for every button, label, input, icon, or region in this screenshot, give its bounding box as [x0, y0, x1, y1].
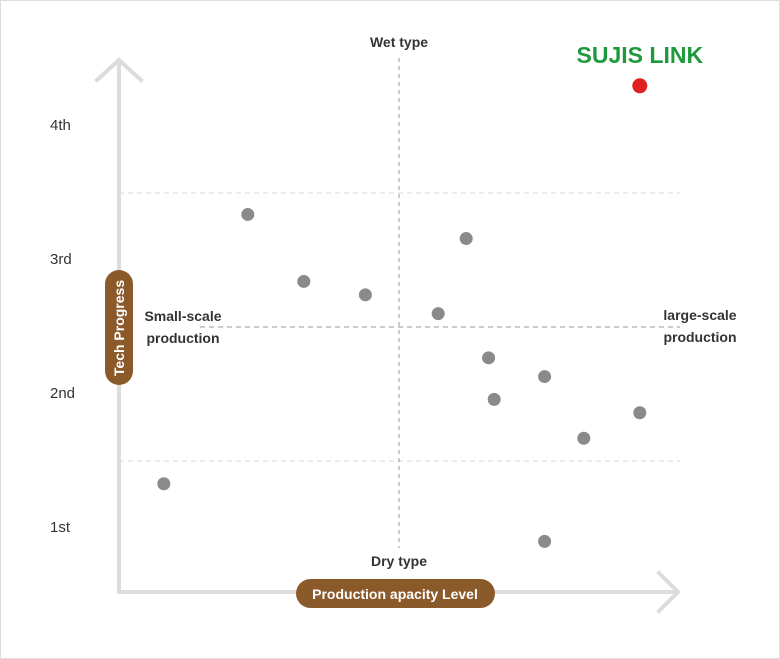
data-point	[577, 431, 591, 445]
x-axis-pill-shape	[296, 579, 495, 608]
large-scale-label-line1: large-scale	[663, 307, 736, 323]
wet-type-label: Wet type	[370, 34, 428, 50]
y-axis-title-pill: Tech Progress	[105, 270, 133, 385]
small-scale-label-line1: Small-scale	[144, 308, 221, 324]
y-axis-arrowhead	[94, 57, 144, 83]
data-point	[297, 274, 311, 288]
data-point	[157, 477, 171, 491]
quadrant-labels: Wet type Dry type Small-scale production…	[144, 34, 736, 569]
data-point	[487, 392, 501, 406]
y-tick-label-4th: 4th	[50, 117, 71, 134]
data-point	[538, 534, 552, 548]
data-point	[431, 307, 445, 321]
data-point	[482, 351, 496, 365]
x-axis-title-pill: Production apacity Level	[296, 579, 495, 608]
data-point	[241, 207, 255, 221]
data-point	[459, 232, 473, 246]
x-axis-title: Production apacity Level	[312, 586, 478, 602]
grid-lines	[119, 58, 680, 548]
x-axis-arrowhead	[656, 570, 681, 614]
data-point	[538, 370, 552, 384]
small-scale-label-line2: production	[146, 330, 219, 346]
large-scale-label-line2: production	[663, 329, 736, 345]
data-point	[633, 406, 647, 420]
data-points	[157, 207, 647, 548]
sujis-link-logo: SUJIS LINK	[577, 42, 704, 68]
y-axis-title: Tech Progress	[111, 280, 127, 376]
highlight-group: SUJIS LINK	[577, 42, 704, 94]
y-tick-label-1st: 1st	[50, 519, 71, 536]
y-tick-label-2nd: 2nd	[50, 385, 75, 402]
dry-type-label: Dry type	[371, 553, 427, 569]
y-axis-pill-shape	[105, 270, 133, 385]
data-point	[358, 288, 372, 302]
highlight-point	[632, 78, 648, 94]
y-tick-label-3rd: 3rd	[50, 251, 72, 268]
y-tick-labels: 1st 2nd 3rd 4th	[50, 117, 75, 536]
